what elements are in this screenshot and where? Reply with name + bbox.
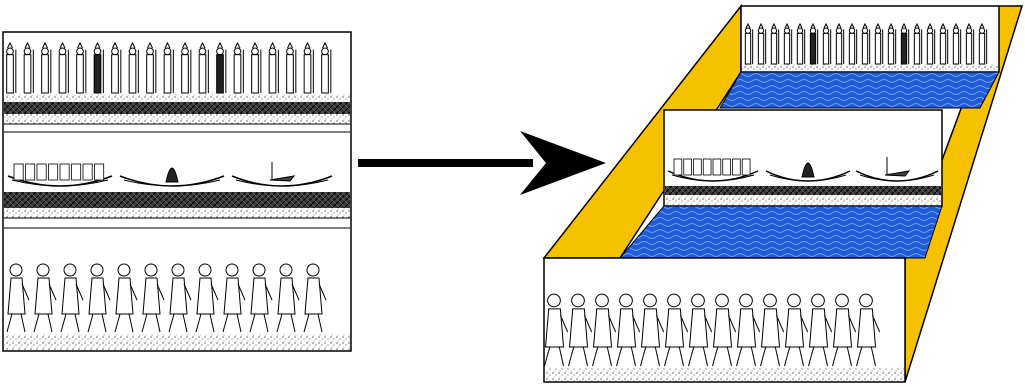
deity-figure xyxy=(887,22,897,65)
deity-figures-row xyxy=(744,22,988,65)
deity-figure xyxy=(41,41,52,94)
deity-figure xyxy=(93,41,104,94)
deity-figure xyxy=(76,41,87,94)
walking-figure xyxy=(832,293,857,367)
boat-figure xyxy=(119,167,225,187)
deity-figure xyxy=(952,22,962,65)
boat-figure xyxy=(765,162,851,182)
walking-figure xyxy=(712,293,737,367)
deity-figure xyxy=(198,41,209,94)
walking-figure xyxy=(688,293,713,367)
boat-figure xyxy=(7,163,113,187)
walking-figures-row xyxy=(544,293,881,367)
back-river xyxy=(719,71,1000,109)
deity-figure xyxy=(978,22,988,65)
ground-strip xyxy=(4,94,350,102)
walking-figure xyxy=(195,263,219,333)
boat-figure xyxy=(667,158,759,182)
deity-figure xyxy=(835,22,845,65)
deity-figure xyxy=(874,22,884,65)
deity-figure xyxy=(6,41,17,94)
deity-figure xyxy=(744,22,754,65)
boat-figures-row xyxy=(7,162,333,187)
deity-figure xyxy=(926,22,936,65)
deity-figure xyxy=(216,41,227,94)
walking-figure xyxy=(784,293,809,367)
walking-figure xyxy=(249,263,273,333)
deity-figure xyxy=(783,22,793,65)
ground-strip xyxy=(4,208,350,218)
boat-figures-row xyxy=(667,157,939,182)
walking-figure xyxy=(276,263,300,333)
deity-figures-row xyxy=(6,41,332,94)
walking-figure xyxy=(808,293,833,367)
walking-figure xyxy=(222,263,246,333)
boat-figure xyxy=(855,157,939,182)
ground-strip xyxy=(4,114,350,124)
deity-figure xyxy=(861,22,871,65)
walking-figure xyxy=(544,293,569,367)
walking-figure xyxy=(303,263,327,333)
walking-figure xyxy=(141,263,165,333)
deity-figure xyxy=(58,41,69,94)
walking-figure xyxy=(6,263,30,333)
walking-figure xyxy=(60,263,84,333)
deity-figure xyxy=(251,41,262,94)
deity-figure xyxy=(939,22,949,65)
walking-figure xyxy=(616,293,641,367)
river-band-hatched xyxy=(4,102,350,114)
deity-figure xyxy=(233,41,244,94)
walking-figure xyxy=(87,263,111,333)
deity-figure xyxy=(163,41,174,94)
deity-figure xyxy=(23,41,34,94)
walking-figure xyxy=(664,293,689,367)
river-band-hatched xyxy=(4,192,350,208)
walking-figure xyxy=(736,293,761,367)
deity-figure xyxy=(268,41,279,94)
deity-figure xyxy=(796,22,806,65)
walking-figures-row xyxy=(6,263,327,333)
walking-figure xyxy=(760,293,785,367)
deity-figure xyxy=(900,22,910,65)
deity-figure xyxy=(146,41,157,94)
ground-strip xyxy=(4,334,350,350)
deity-figure xyxy=(128,41,139,94)
deity-figure xyxy=(757,22,767,65)
walking-figure xyxy=(856,293,881,367)
boat-figure xyxy=(231,162,333,187)
walking-figure xyxy=(640,293,665,367)
front-river xyxy=(618,205,943,259)
deity-figure xyxy=(770,22,780,65)
deity-figure xyxy=(848,22,858,65)
deity-figure xyxy=(913,22,923,65)
deity-figure xyxy=(286,41,297,94)
deity-figure xyxy=(181,41,192,94)
walking-figure xyxy=(592,293,617,367)
deity-figure xyxy=(321,41,332,94)
walking-figure xyxy=(168,263,192,333)
walking-figure xyxy=(568,293,593,367)
arrow-right-icon xyxy=(358,131,606,195)
deity-figure xyxy=(303,41,314,94)
left-papyrus-panel xyxy=(2,31,352,352)
walking-figure xyxy=(114,263,138,333)
walking-figure xyxy=(33,263,57,333)
right-3d-model xyxy=(542,3,1024,383)
deity-figure xyxy=(965,22,975,65)
deity-figure xyxy=(111,41,122,94)
deity-figure xyxy=(809,22,819,65)
deity-figure xyxy=(822,22,832,65)
